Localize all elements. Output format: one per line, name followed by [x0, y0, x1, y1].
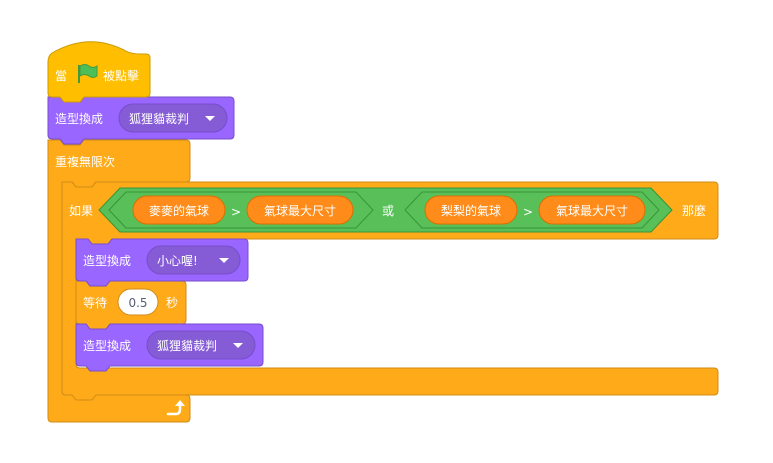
or-operator-block[interactable]: 或 麥麥的氣球 > 氣球最大尺寸 梨梨的氣球 — [98, 187, 673, 233]
green-flag-icon — [78, 64, 98, 83]
wait-block[interactable]: 等待 0.5 秒 — [75, 280, 187, 330]
switch-costume-label: 造型換成 — [83, 339, 131, 353]
costume-dropdown-value: 狐狸貓裁判 — [129, 112, 189, 126]
reporter-label: 氣球最大尺寸 — [556, 204, 628, 218]
greater-than-left-block[interactable]: 麥麥的氣球 > 氣球最大尺寸 — [108, 191, 374, 229]
reporter-label: 梨梨的氣球 — [441, 203, 501, 218]
chevron-down-icon — [219, 258, 229, 263]
reporter-lili-balloon[interactable]: 梨梨的氣球 — [424, 195, 518, 225]
or-label: 或 — [382, 204, 394, 218]
switch-costume-label: 造型換成 — [83, 254, 131, 268]
wait-seconds-value: 0.5 — [128, 296, 147, 310]
costume-dropdown[interactable]: 狐狸貓裁判 — [146, 330, 256, 360]
if-label: 如果 — [69, 203, 93, 218]
wait-label: 等待 — [83, 296, 107, 310]
switch-costume-block-3[interactable]: 造型換成 狐狸貓裁判 — [75, 323, 264, 372]
when-flag-clicked-hat-block[interactable]: 當 被點擊 — [47, 41, 151, 103]
comparator-label: > — [523, 205, 533, 219]
costume-dropdown[interactable]: 小心喔! — [146, 245, 241, 275]
loop-arrow-icon — [166, 400, 185, 416]
then-label: 那麼 — [682, 203, 706, 218]
wait-seconds-input[interactable] — [117, 288, 159, 316]
chevron-down-icon — [205, 116, 215, 121]
greater-than-right-block[interactable]: 梨梨的氣球 > 氣球最大尺寸 — [404, 191, 660, 229]
switch-costume-block-1[interactable]: 造型換成 狐狸貓裁判 — [47, 96, 235, 145]
wait-unit-label: 秒 — [166, 296, 178, 310]
if-block[interactable]: 如果 那麼 或 麥麥的氣球 > 氣球最大尺寸 — [61, 181, 719, 401]
reporter-maimai-balloon[interactable]: 麥麥的氣球 — [132, 195, 226, 225]
hat-prefix-label: 當 — [55, 69, 67, 83]
costume-dropdown-value: 狐狸貓裁判 — [157, 339, 217, 353]
reporter-balloon-max-size[interactable]: 氣球最大尺寸 — [538, 195, 646, 225]
costume-dropdown[interactable]: 狐狸貓裁判 — [118, 103, 228, 133]
costume-dropdown-value: 小心喔! — [157, 254, 198, 268]
reporter-balloon-max-size[interactable]: 氣球最大尺寸 — [246, 195, 354, 225]
reporter-label: 氣球最大尺寸 — [264, 204, 336, 218]
comparator-label: > — [231, 205, 241, 219]
chevron-down-icon — [233, 343, 243, 348]
forever-label: 重複無限次 — [55, 154, 115, 169]
hat-suffix-label: 被點擊 — [103, 68, 139, 83]
reporter-label: 麥麥的氣球 — [149, 203, 209, 218]
switch-costume-block-2[interactable]: 造型換成 小心喔! — [75, 238, 249, 287]
switch-costume-label: 造型換成 — [55, 112, 103, 126]
